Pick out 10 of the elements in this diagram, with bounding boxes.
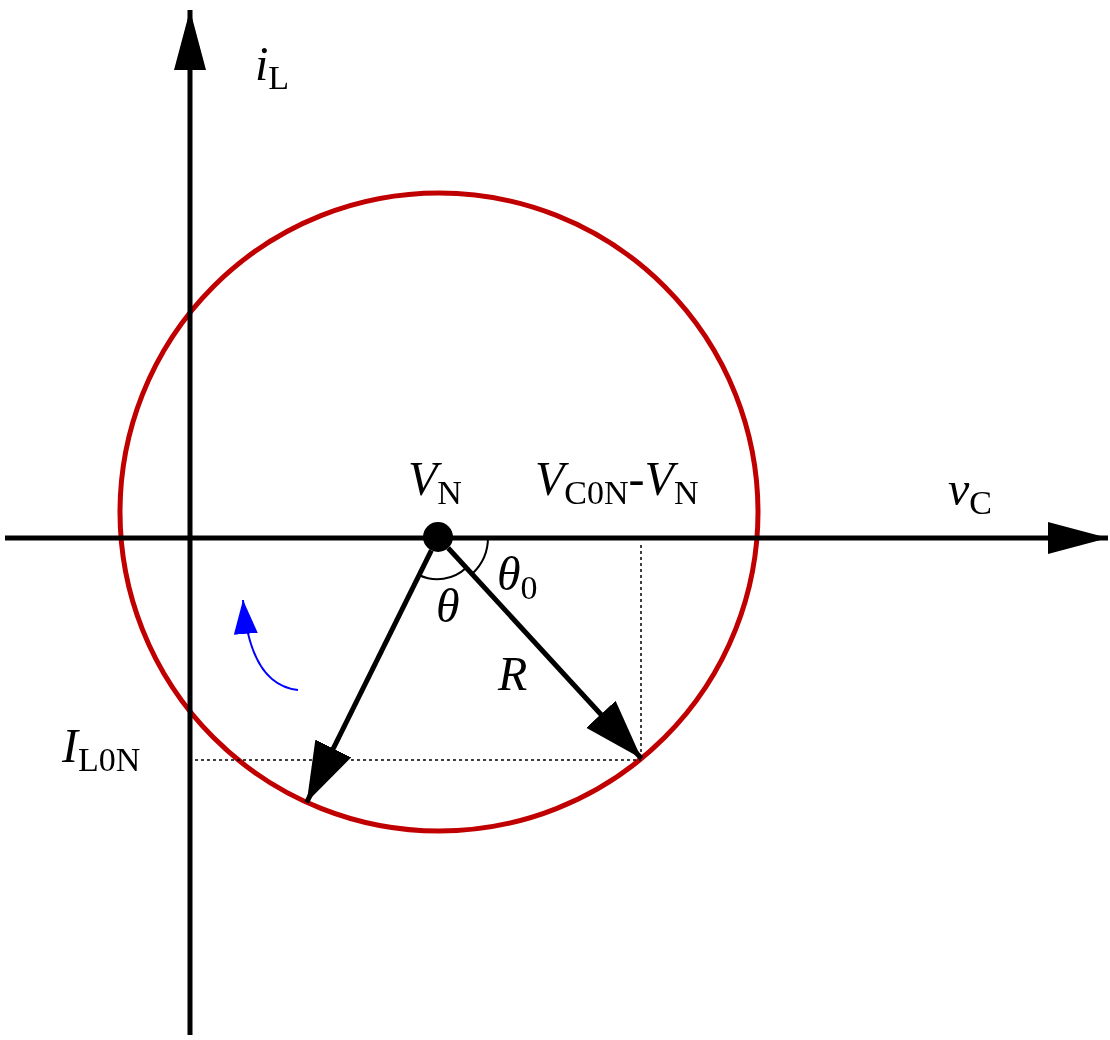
vector-arrow bbox=[304, 549, 434, 804]
edge-label: R bbox=[498, 650, 528, 698]
vector-arrow bbox=[446, 546, 644, 761]
axis-label: I$_{L0N}$ bbox=[62, 722, 141, 777]
axis-label: v$_{C}$ bbox=[948, 465, 992, 520]
axis-label: i$_{L}$ bbox=[255, 40, 290, 95]
point-label: V$_{N}$ bbox=[408, 455, 462, 510]
axis-label: θ$_{0}$ bbox=[497, 550, 538, 605]
axis-label: V$_{C0N}$-V$_{N}$ bbox=[535, 455, 699, 510]
axis-label: θ bbox=[436, 582, 460, 630]
